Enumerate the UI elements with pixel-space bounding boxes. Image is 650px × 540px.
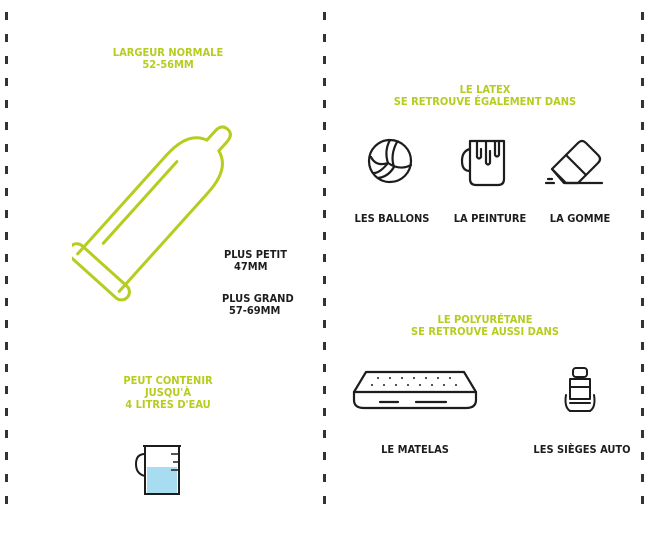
latex-item-balloons: LES BALLONS	[354, 212, 430, 225]
paint-bucket-icon	[458, 135, 514, 189]
mattress-icon	[350, 368, 480, 418]
right-dashed-border	[641, 12, 644, 517]
latex-item-paint: LA PEINTURE	[453, 212, 527, 225]
latex-title: LE LATEX SE RETROUVE ÉGALEMENT DANS	[393, 83, 577, 108]
eraser-icon	[544, 135, 606, 189]
left-dashed-border	[5, 12, 8, 517]
volleyball-icon	[366, 137, 414, 185]
smaller-size-label: PLUS PETIT 47MM	[224, 248, 287, 273]
normal-width-title: LARGEUR NORMALE 52-56MM	[112, 46, 224, 71]
center-dashed-divider	[323, 12, 326, 517]
latex-item-eraser: LA GOMME	[549, 212, 611, 225]
capacity-label: PEUT CONTENIR JUSQU'À 4 LITRES D'EAU	[123, 374, 213, 411]
condom-icon	[72, 92, 252, 312]
polyurethane-item-mattress: LE MATELAS	[381, 443, 449, 456]
car-seat-icon	[560, 365, 600, 417]
larger-size-label: PLUS GRAND 57-69MM	[222, 292, 294, 317]
polyurethane-item-car-seats: LES SIÈGES AUTO	[533, 443, 631, 456]
polyurethane-title: LE POLYURÉTANE SE RETROUVE AUSSI DANS	[411, 313, 559, 338]
measuring-cup-icon	[135, 440, 185, 498]
